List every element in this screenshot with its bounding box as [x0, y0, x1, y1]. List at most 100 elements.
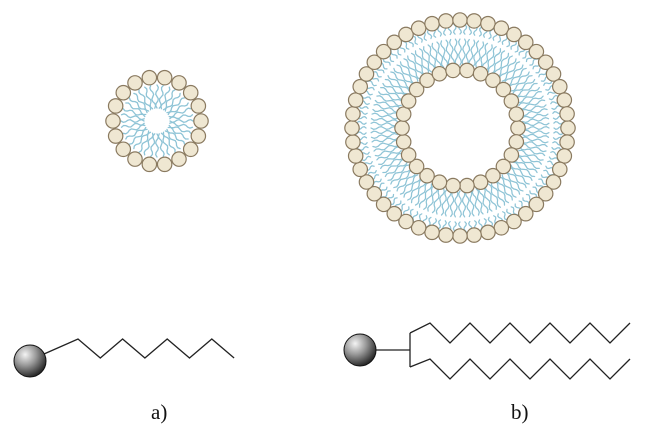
lipid-tail: [513, 82, 538, 98]
vesicle-outer-head: [398, 213, 414, 230]
micelle-head: [182, 141, 199, 158]
vesicle-outer-head: [398, 26, 414, 43]
lipid-tail: [493, 52, 510, 76]
lipid-tail: [506, 67, 527, 87]
lipid-tail: [414, 181, 430, 206]
lipid-tail: [154, 84, 160, 109]
lipid-tail: [490, 181, 506, 206]
vesicle-outer-head: [528, 196, 545, 213]
bilayer-vesicle: [344, 12, 576, 244]
vesicle-outer-head: [480, 15, 496, 32]
lipid-tail: [138, 89, 152, 111]
micelle-head: [107, 128, 124, 144]
lipid-tail: [418, 48, 433, 73]
lipid-tail: [387, 75, 410, 92]
lipid-tail: [519, 99, 546, 110]
vesicle-inner-head: [503, 93, 520, 109]
lipid-tail: [493, 180, 510, 204]
vesicle-inner-head: [445, 62, 461, 79]
lipid-tail: [445, 39, 451, 67]
vesicle-inner-head: [431, 65, 448, 82]
lipid-tail: [490, 50, 506, 75]
vesicle-outer-head: [366, 185, 383, 202]
vesicle-outer-head: [551, 161, 568, 178]
lipid-tail: [449, 190, 455, 218]
lipid-tail: [515, 155, 540, 170]
micelle-head: [171, 151, 187, 167]
lipid-tail: [120, 122, 145, 128]
vesicle-inner-head: [395, 106, 412, 122]
lipid-tail: [519, 146, 546, 157]
lipid-tail: [407, 55, 424, 78]
lipid-tail: [464, 190, 472, 218]
lipid-tail: [382, 82, 407, 98]
vesicle-outer-head: [424, 15, 440, 32]
micelle-head: [127, 151, 143, 167]
lipid-tail: [487, 48, 502, 73]
lipid-tail: [166, 128, 186, 145]
lipid-tail: [396, 64, 417, 85]
hydrocarbon-tail-upper: [409, 322, 631, 344]
lipid-tail: [150, 133, 156, 158]
micelle-head: [156, 156, 173, 173]
vesicle-outer-head: [410, 219, 427, 236]
lipid-tail: [513, 158, 538, 174]
lipid-tail: [512, 78, 536, 95]
vesicle-inner-head: [485, 167, 501, 184]
vesicle-inner-head: [394, 120, 410, 136]
lipid-tail: [382, 158, 407, 174]
lipid-tail: [168, 107, 192, 118]
label-a: a): [151, 400, 168, 424]
vesicle-outer-head: [506, 26, 522, 43]
lipid-tail: [461, 190, 467, 218]
lipid-tail: [468, 39, 476, 67]
lipid-tail: [370, 117, 398, 123]
lipid-tail: [478, 42, 489, 69]
vesicle-inner-head: [472, 174, 489, 191]
lipid-tail: [520, 104, 547, 113]
vesicle-outer-head: [452, 228, 468, 244]
lipid-tail: [387, 164, 410, 181]
lipid-tail: [520, 143, 547, 153]
lipid-tail: [403, 58, 421, 80]
hydrocarbon-tail-lower: [409, 358, 631, 380]
lipid-tail: [144, 86, 154, 110]
micelle-head: [193, 113, 209, 129]
lipid-tail: [125, 102, 147, 116]
lipid-tail: [128, 128, 148, 145]
lipid-tail: [506, 169, 527, 189]
lipid-tail: [475, 188, 484, 215]
micelle-head: [115, 84, 132, 101]
micelle-head: [105, 113, 121, 129]
micelle-head: [141, 156, 158, 173]
vesicle-inner-head: [508, 134, 525, 150]
lipid-tail: [510, 75, 533, 92]
lipid-tail: [158, 84, 164, 109]
vesicle-outer-heads: [344, 12, 576, 244]
lipid-tail: [508, 71, 530, 89]
vesicle-outer-head: [347, 148, 364, 164]
lipid-tail: [167, 126, 189, 140]
lipid-tail: [516, 152, 542, 165]
lipid-tail: [522, 121, 550, 127]
lipid-tail: [399, 61, 419, 82]
vesicle-inner-head: [431, 174, 448, 191]
lipid-tail: [384, 78, 408, 95]
lipid-tail: [423, 46, 436, 72]
lipid-tail: [521, 136, 549, 144]
lipid-tail: [384, 161, 408, 178]
lipid-tail: [122, 108, 146, 118]
vesicle-outer-head: [545, 66, 562, 82]
vesicle-inner-head: [508, 106, 525, 122]
lipid-tail: [522, 129, 550, 135]
lipid-tail: [522, 126, 550, 130]
vesicle-inner-head: [503, 147, 520, 163]
vesicle-inner-head: [510, 120, 526, 136]
vesicle-outer-head: [424, 224, 440, 241]
lipid-tail: [522, 116, 550, 124]
lipid-tail: [501, 61, 521, 82]
lipid-tail: [120, 118, 145, 124]
vesicle-outer-head: [438, 13, 454, 29]
lipid-tail: [128, 97, 148, 114]
lipid-tail: [436, 41, 445, 68]
